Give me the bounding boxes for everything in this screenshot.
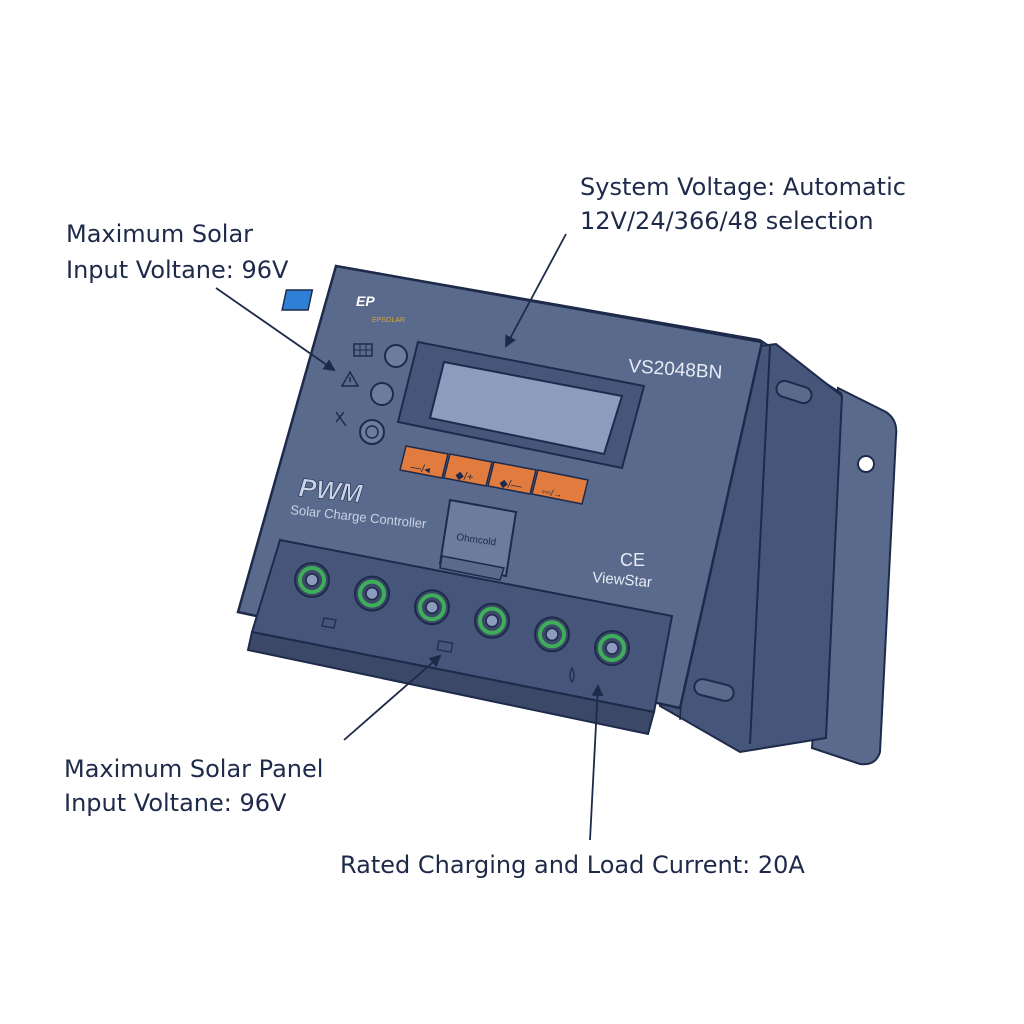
callout-max-panel-input-line2: Input Voltane: 96V bbox=[64, 789, 287, 817]
terminal-ring bbox=[478, 606, 506, 635]
callout-system-voltage-line2: 12V/24/366/48 selection bbox=[580, 207, 874, 235]
callout-rated-current: Rated Charging and Load Current: 20A bbox=[340, 848, 805, 882]
terminal-screw[interactable] bbox=[294, 562, 330, 598]
led-load-inner bbox=[365, 425, 379, 439]
leader-rated-current bbox=[589, 684, 604, 841]
terminal-mark-solar-icon bbox=[321, 617, 337, 629]
side-slot-bottom bbox=[693, 678, 735, 702]
terminal-ring bbox=[298, 566, 326, 594]
leader-max-panel-input bbox=[343, 654, 442, 741]
warning-icon bbox=[340, 370, 360, 387]
leader-max-solar-input bbox=[215, 287, 336, 372]
terminal-row bbox=[294, 562, 630, 666]
lcd-screen bbox=[428, 360, 624, 456]
button-down-label: ◆/— bbox=[498, 477, 522, 493]
button-enter-label: ▫▫▫/→ bbox=[541, 486, 563, 500]
terminal-cover-tab bbox=[439, 555, 505, 581]
callout-max-panel-input-line1: Maximum Solar Panel bbox=[64, 755, 324, 783]
button-down[interactable] bbox=[487, 461, 537, 495]
terminal-mark-battery-icon bbox=[436, 640, 454, 653]
button-strip: —/◂ ◆/+ ◆/— ▫▫▫/→ bbox=[399, 445, 589, 505]
terminal-screw-head bbox=[365, 586, 379, 601]
callout-max-solar-input-line1: Maximum Solar bbox=[66, 220, 254, 248]
callout-system-voltage-line1: System Voltage: Automatic bbox=[580, 173, 906, 201]
terminal-cover[interactable] bbox=[438, 498, 518, 578]
button-esc-label: —/◂ bbox=[409, 461, 431, 476]
callout-max-solar-input: Maximum Solar Input Voltane: 96V bbox=[66, 216, 288, 288]
callout-rated-current-line1: Rated Charging and Load Current: 20A bbox=[340, 851, 805, 879]
terminal-screw[interactable] bbox=[534, 616, 570, 653]
terminal-screw-head bbox=[425, 600, 439, 614]
solar-panel-icon bbox=[353, 343, 373, 357]
callout-max-panel-input: Maximum Solar Panel Input Voltane: 96V bbox=[64, 752, 323, 820]
leader-system-voltage bbox=[505, 233, 567, 348]
terminal-screw-head bbox=[485, 614, 499, 628]
callout-max-solar-input-line2: Input Voltane: 96V bbox=[66, 256, 289, 284]
load-icon bbox=[335, 411, 347, 427]
side-slot-top bbox=[775, 379, 813, 405]
brand-logo: EP EPSOLAR bbox=[281, 289, 405, 324]
terminal-block-base bbox=[246, 630, 656, 736]
housing-side-ridge bbox=[749, 345, 771, 745]
terminal-ring bbox=[538, 620, 566, 649]
led-battery bbox=[370, 382, 394, 406]
terminal-screw[interactable] bbox=[354, 575, 390, 612]
pwm-logo: PWM bbox=[297, 472, 365, 509]
terminal-screw[interactable] bbox=[474, 602, 510, 639]
terminal-ring bbox=[418, 593, 446, 622]
terminal-ring bbox=[598, 634, 626, 662]
terminal-screw-head bbox=[305, 573, 319, 587]
terminal-screw-head bbox=[605, 641, 619, 655]
button-up-label: ◆/+ bbox=[454, 469, 474, 484]
terminal-screw[interactable] bbox=[414, 589, 450, 626]
terminal-ring bbox=[358, 579, 386, 608]
terminal-screw-head bbox=[545, 627, 559, 642]
terminal-mark-load-icon bbox=[569, 666, 575, 684]
ce-mark: CE bbox=[620, 550, 645, 570]
button-enter[interactable] bbox=[531, 469, 589, 505]
brand-subtitle: EPSOLAR bbox=[372, 317, 405, 324]
callout-system-voltage: System Voltage: Automatic 12V/24/366/48 … bbox=[580, 170, 906, 238]
brand-mark: EP bbox=[356, 293, 375, 309]
terminal-screw[interactable] bbox=[594, 630, 630, 666]
button-up[interactable] bbox=[443, 453, 493, 487]
led-solar bbox=[384, 344, 408, 368]
led-load bbox=[359, 419, 385, 445]
mounting-hole-top bbox=[857, 455, 875, 473]
maker-name: ViewStar bbox=[592, 569, 653, 591]
button-esc[interactable] bbox=[399, 445, 449, 479]
